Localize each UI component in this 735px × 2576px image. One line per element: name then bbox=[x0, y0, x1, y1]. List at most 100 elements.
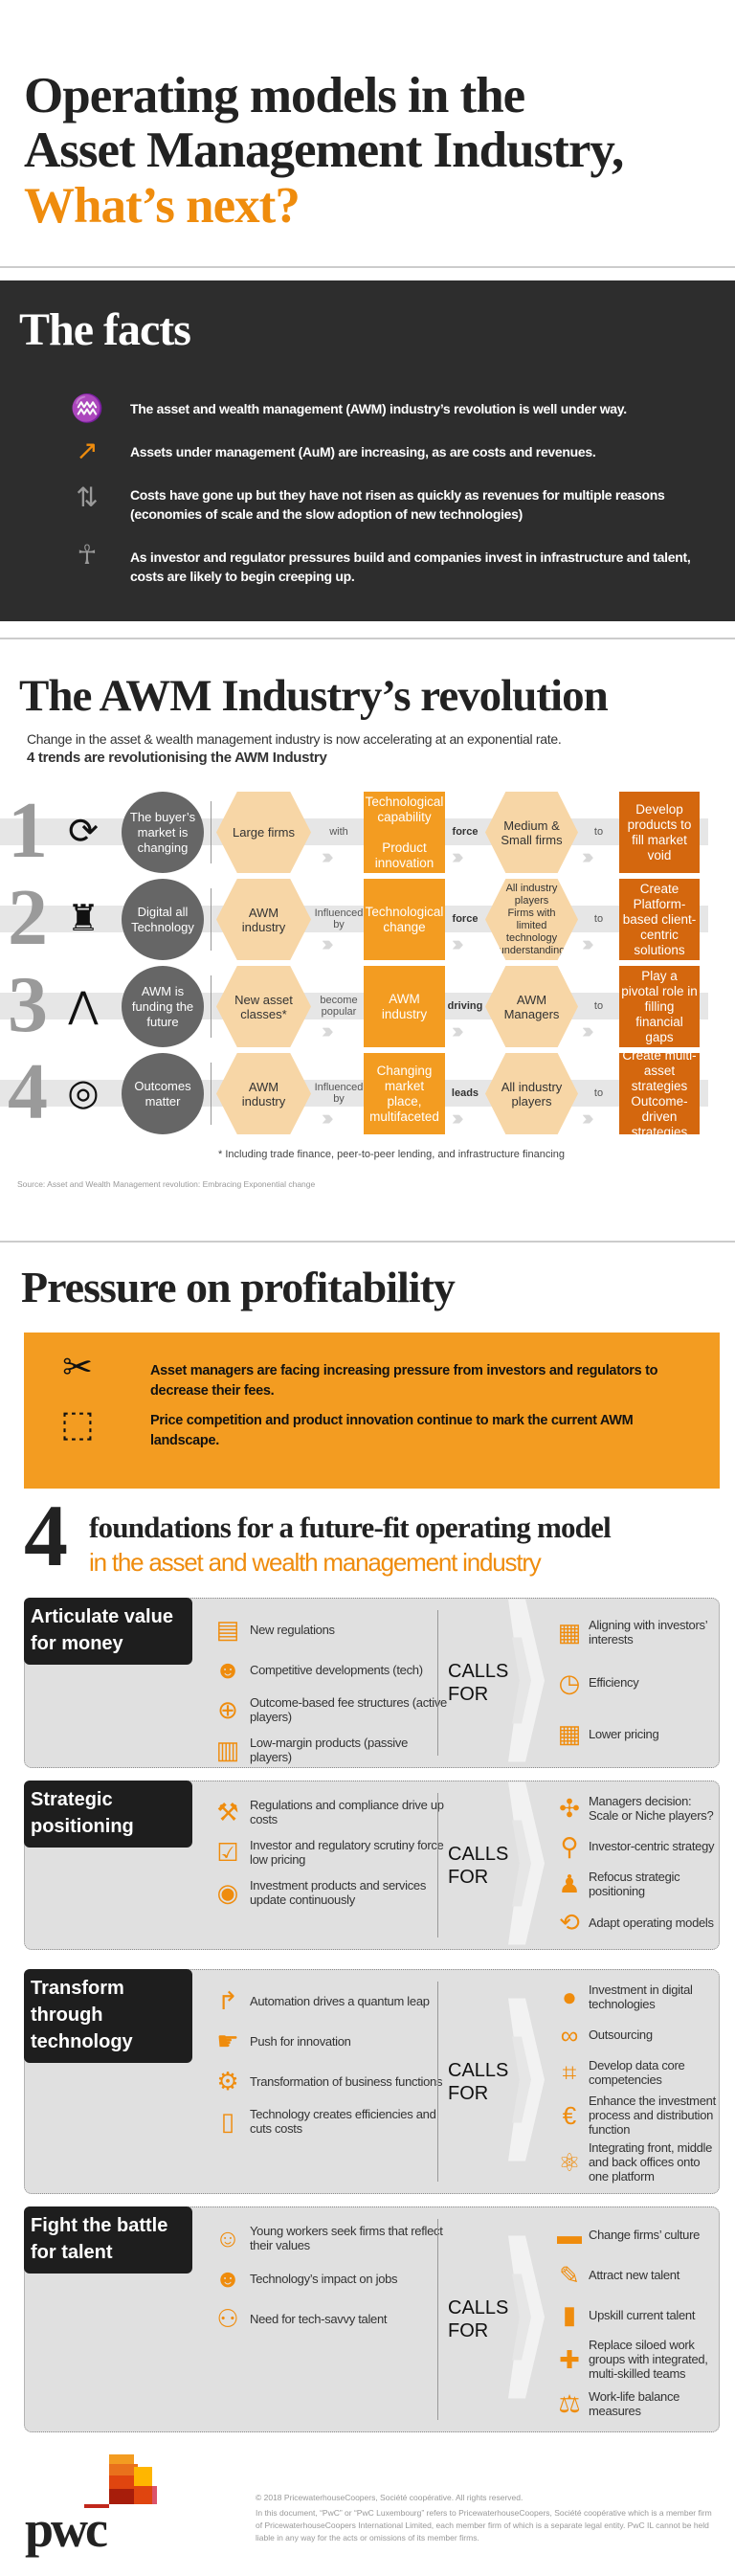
action-item: ⚛ Integrating front, middle and back offi… bbox=[554, 2140, 719, 2184]
link-text: to bbox=[593, 1000, 604, 1012]
challenge-text: Investor and regulatory scrutiny force l… bbox=[250, 1838, 444, 1867]
pointing-hand-icon: ☛ bbox=[216, 2027, 239, 2055]
action-text: Attract new talent bbox=[589, 2268, 680, 2283]
action-item: ♟Refocus strategic positioning bbox=[554, 1867, 719, 1901]
robot-icon: ♜ bbox=[66, 899, 100, 939]
action-text: Enhance the investment process and distr… bbox=[589, 2094, 716, 2138]
title-line-3: What’s next? bbox=[24, 178, 301, 234]
challenge-item: ☻Technology’s impact on jobs bbox=[210, 2261, 449, 2296]
title-line-2: Asset Management Industry, bbox=[24, 123, 624, 178]
challenge-item: ⚇Need for tech-savvy talent bbox=[210, 2301, 449, 2336]
chevrons-icon: ››››› bbox=[322, 1106, 333, 1130]
wave-icon: ♒ bbox=[70, 393, 104, 423]
action-text: Change firms’ culture bbox=[589, 2228, 701, 2243]
foundation-label: Strategic positioning bbox=[24, 1781, 192, 1848]
driver-box: Changing market place, multifaceted bbox=[364, 1053, 445, 1134]
row-divider bbox=[211, 1063, 212, 1125]
foundation-label: Articulate value for money bbox=[24, 1598, 192, 1665]
action-text: Lower pricing bbox=[589, 1726, 659, 1741]
actions-list: ▦Aligning with investors’ interests◷Effi… bbox=[554, 1606, 719, 1759]
action-text: Managers decision: Scale or Niche player… bbox=[589, 1793, 714, 1823]
revolution-title: The AWM Industry’s revolution bbox=[19, 671, 609, 721]
target-hexagon: Medium & Small firms bbox=[485, 792, 578, 873]
calls-for-label: CALLS FOR bbox=[448, 2059, 509, 2104]
rotating-coins-icon: ⟳ bbox=[68, 812, 99, 852]
challenge-item: ◉ Investment products and services update… bbox=[210, 1875, 449, 1910]
action-text: Upskill current talent bbox=[589, 2307, 696, 2322]
challenge-text: New regulations bbox=[250, 1622, 335, 1637]
column-divider bbox=[437, 1610, 438, 1756]
chevron-arrow-icon bbox=[508, 1998, 546, 2165]
challenge-text: Push for innovation bbox=[250, 2033, 351, 2049]
pressure-text: Asset managers are facing increasing pre… bbox=[150, 1363, 658, 1399]
actions-list: ●Investment in digital technologies∞Outs… bbox=[554, 1978, 719, 2185]
outcome-box: Create Platform-based client-centric sol… bbox=[619, 879, 700, 960]
coins-icon: ◉ bbox=[216, 1878, 239, 1907]
pressure-title: Pressure on profitability bbox=[21, 1263, 456, 1311]
clock-icon: ◷ bbox=[558, 1668, 581, 1697]
chevron-arrow-icon bbox=[508, 2235, 546, 2404]
action-text: Integrating front, middle and back offic… bbox=[589, 2140, 713, 2184]
challenge-text: Young workers seek firms that reflect th… bbox=[250, 2224, 443, 2252]
pressure-text: Price competition and product innovation… bbox=[150, 1413, 634, 1448]
head-icon: ☺ bbox=[214, 2224, 241, 2252]
verb-text: driving bbox=[447, 1000, 483, 1012]
facts-title: The facts bbox=[19, 304, 191, 355]
action-text: Refocus strategic positioning bbox=[589, 1870, 680, 1899]
foundation-box: Transform through technology↱Automation … bbox=[24, 1969, 720, 2194]
chevrons-icon: ››››› bbox=[452, 1106, 463, 1130]
challenge-item: ☺ Young workers seek firms that reflect t… bbox=[210, 2221, 449, 2255]
action-item: ⟲Adapt operating models bbox=[554, 1905, 719, 1939]
link-text: to bbox=[593, 913, 604, 925]
actor-hexagon: AWM industry bbox=[216, 1053, 311, 1134]
chevrons-icon: ››››› bbox=[452, 844, 463, 868]
action-item: ⚖Work-life balance measures bbox=[554, 2386, 719, 2421]
challenges-list: ☺ Young workers seek firms that reflect t… bbox=[210, 2221, 449, 2336]
action-item: ▮Upskill current talent bbox=[554, 2297, 719, 2332]
action-text: Work-life balance measures bbox=[589, 2389, 680, 2419]
actions-list: ▬Change firms’ culture✎Attract new talen… bbox=[554, 2215, 719, 2424]
target-hexagon: All industry players bbox=[485, 1053, 578, 1134]
calls-for-label: CALLS FOR bbox=[448, 1843, 509, 1888]
crosshair-icon: ⊕ bbox=[217, 1695, 238, 1724]
chevrons-icon: ››››› bbox=[582, 1106, 593, 1130]
verb-text: force bbox=[452, 913, 479, 925]
action-text: Replace siloed work groups with integrat… bbox=[589, 2338, 708, 2382]
row-divider bbox=[211, 975, 212, 1038]
calls-for-label: CALLS FOR bbox=[448, 2297, 509, 2341]
foundation-box: Articulate value for money ▤New regulatio… bbox=[24, 1598, 720, 1768]
action-text: Outsourcing bbox=[589, 2027, 653, 2043]
action-item: ✚Replace siloed work groups with integra… bbox=[554, 2338, 719, 2381]
challenge-text: Automation drives a quantum leap bbox=[250, 1993, 430, 2008]
challenges-list: ↱Automation drives a quantum leap☛Push f… bbox=[210, 1983, 449, 2139]
foundations-subtitle: in the asset and wealth management indus… bbox=[89, 1548, 542, 1577]
chevrons-icon: ››››› bbox=[582, 1019, 593, 1042]
link-text: to bbox=[593, 826, 604, 838]
challenge-item: ☑ Investor and regulatory scrutiny force … bbox=[210, 1835, 449, 1870]
atom-icon: ⚛ bbox=[558, 2147, 581, 2177]
column-divider bbox=[437, 1982, 438, 2182]
chevrons-icon: ››››› bbox=[582, 844, 593, 868]
outcome-box: Play a pivotal role in filling financial… bbox=[619, 966, 700, 1047]
action-item: ◷Efficiency bbox=[554, 1666, 719, 1700]
binoculars-icon: ∞ bbox=[560, 2020, 579, 2050]
verb-text: leads bbox=[451, 1087, 479, 1099]
challenges-list: ▤New regulations☻Competitive development… bbox=[210, 1612, 449, 1767]
action-item: €Enhance the investment process and dist… bbox=[554, 2094, 719, 2137]
action-text: Adapt operating models bbox=[589, 1915, 714, 1930]
clipboard-check-icon: ☑ bbox=[216, 1838, 239, 1867]
row-band bbox=[0, 1080, 708, 1107]
data-icon: ⌗ bbox=[562, 2058, 577, 2088]
verb-text: force bbox=[452, 826, 479, 838]
graduation-cap-icon: ▬ bbox=[557, 2220, 582, 2250]
challenge-item: ▯Technology creates efficiencies and cut… bbox=[210, 2104, 449, 2139]
challenge-text: Investment products and services update … bbox=[250, 1878, 427, 1907]
road-icon: ⋀ bbox=[68, 986, 99, 1026]
gear-arrows-icon: ⚙ bbox=[216, 2067, 239, 2095]
row-divider bbox=[211, 801, 212, 863]
column-divider bbox=[437, 2219, 438, 2420]
robot-head-icon: ☻ bbox=[214, 2264, 241, 2293]
challenge-text: Low-margin products (passive players) bbox=[250, 1736, 409, 1764]
challenge-item: ▥Low-margin products (passive players) bbox=[210, 1733, 449, 1767]
